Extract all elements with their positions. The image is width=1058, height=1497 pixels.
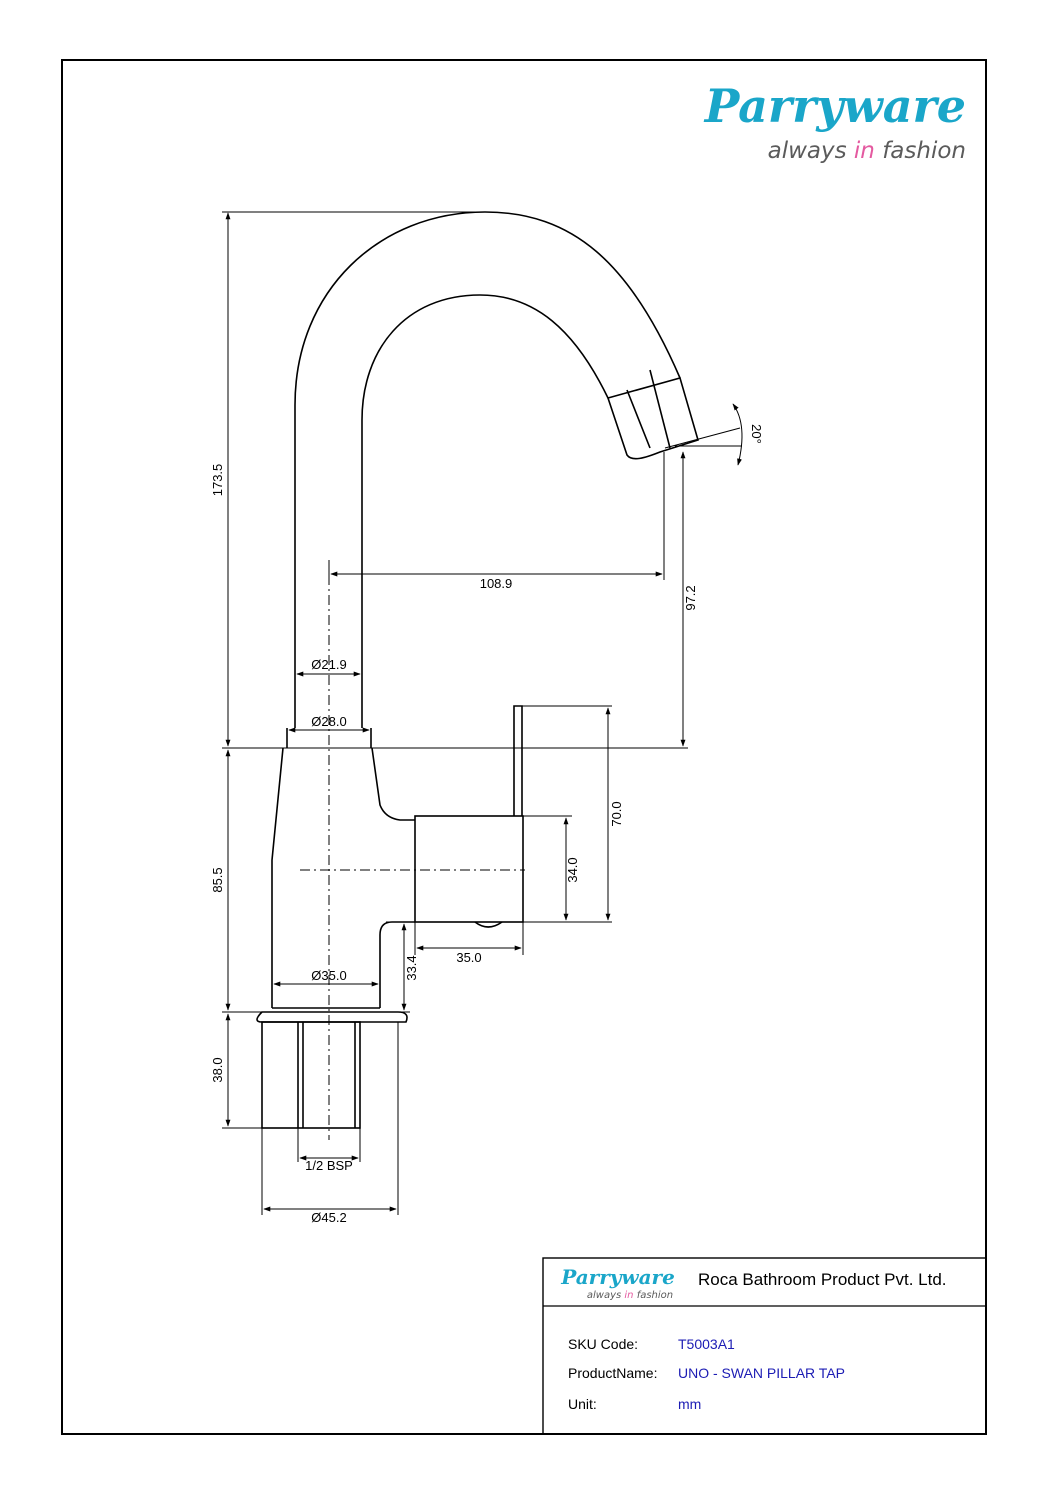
- label-outlet-angle: 20°: [749, 424, 764, 444]
- label-spout-reach: 108.9: [480, 576, 513, 591]
- dim-angle-arc: [732, 403, 743, 466]
- dimension-labels: 173.5 85.5 38.0 108.9 97.2 Ø21.9 Ø28.0 2…: [210, 424, 764, 1225]
- brand-name: Parryware: [703, 79, 966, 133]
- label-thread-size: 1/2 BSP: [305, 1158, 353, 1173]
- centre-lines: [300, 575, 525, 1140]
- label-base-offset: 33.4: [404, 955, 419, 980]
- spout-outer: [294, 211, 681, 728]
- label-pipe-diameter: Ø21.9: [311, 657, 346, 672]
- spout-nozzle: [606, 377, 699, 460]
- label-body-diameter: Ø35.0: [311, 968, 346, 983]
- label-handle-height: 70.0: [609, 801, 624, 826]
- label-collar-diameter: Ø28.0: [311, 714, 346, 729]
- unit-label: Unit:: [568, 1396, 597, 1412]
- label-shank-length: 38.0: [210, 1057, 225, 1082]
- label-handle-depth: 35.0: [456, 950, 481, 965]
- product-name-value: UNO - SWAN PILLAR TAP: [678, 1365, 845, 1381]
- label-outlet-height: 97.2: [683, 585, 698, 610]
- label-handle-block: 34.0: [565, 857, 580, 882]
- body-outline-right: [371, 747, 415, 821]
- handle-block: [414, 815, 524, 923]
- brand-tagline: always in fashion: [768, 138, 966, 164]
- unit-value: mm: [678, 1396, 701, 1412]
- brand-logo: Parryware always in fashion: [703, 79, 966, 164]
- spout-inner: [361, 294, 609, 728]
- label-overall-height: 173.5: [210, 464, 225, 497]
- company-name: Roca Bathroom Product Pvt. Ltd.: [698, 1270, 947, 1289]
- title-block: Parryware always in fashion Roca Bathroo…: [542, 1257, 987, 1435]
- title-block-logo: Parryware: [560, 1265, 675, 1289]
- sku-label: SKU Code:: [568, 1336, 638, 1352]
- label-flange-diameter: Ø45.2: [311, 1210, 346, 1225]
- dimension-lines: [222, 211, 743, 1215]
- product-name-label: ProductName:: [568, 1365, 657, 1381]
- title-block-tagline: always in fashion: [587, 1290, 673, 1301]
- shank: [261, 1021, 361, 1129]
- base-flange: [256, 1011, 408, 1023]
- body-outline: [271, 747, 284, 1008]
- sheet-border: [61, 59, 987, 1435]
- handle-lever: [513, 705, 523, 816]
- label-body-height: 85.5: [210, 867, 225, 892]
- sku-value: T5003A1: [678, 1336, 735, 1352]
